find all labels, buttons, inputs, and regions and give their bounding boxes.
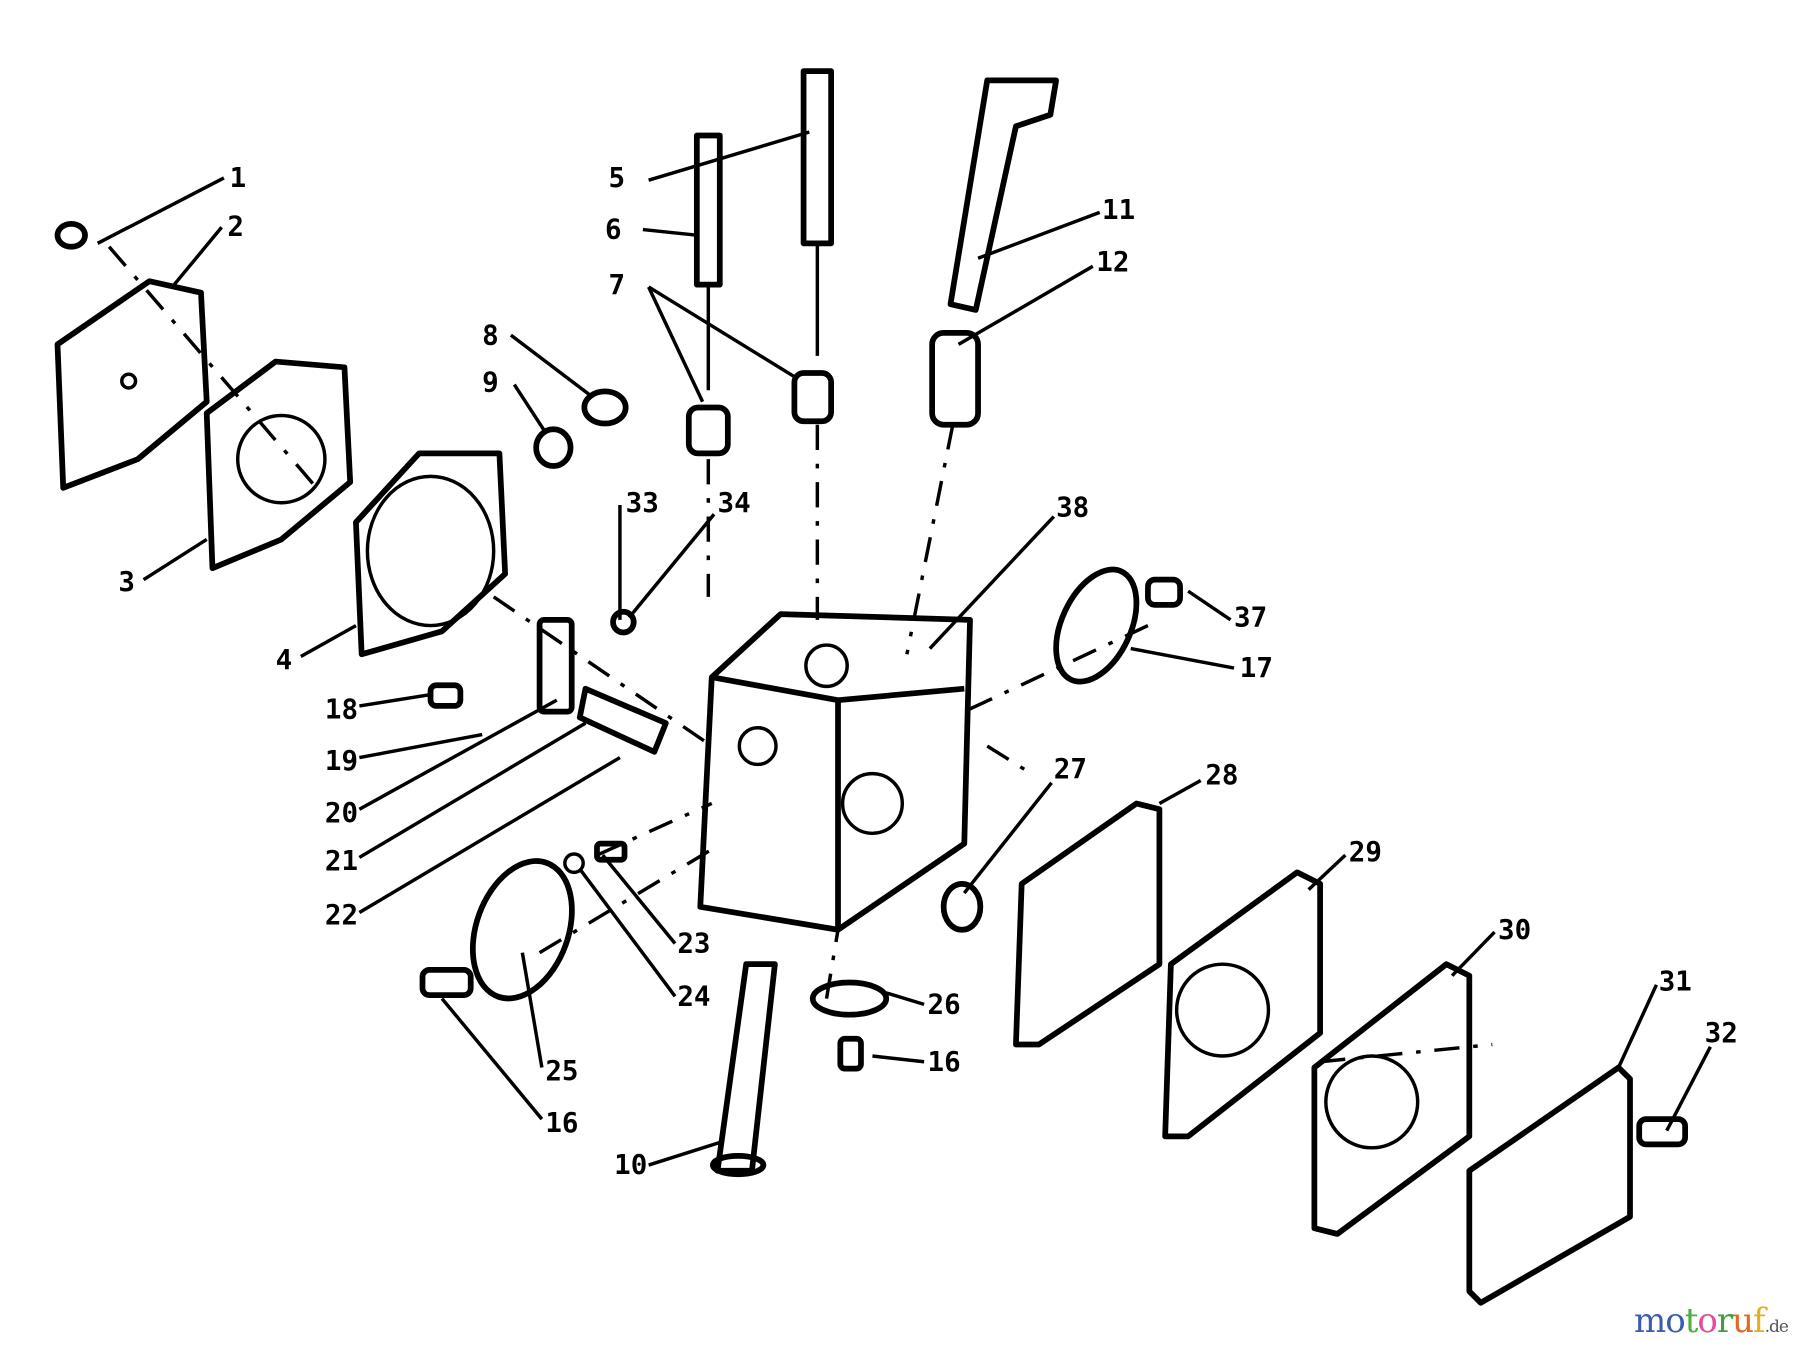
leader-line-20 (358, 698, 558, 811)
leader-line-37 (1187, 589, 1232, 622)
diaphragm-3 (203, 358, 354, 572)
leader-lines (96, 130, 1712, 1167)
leader-line-16 (872, 1054, 925, 1064)
part-label-8: 8 (482, 319, 499, 351)
cover-plate-2 (54, 278, 210, 491)
leader-line-2 (170, 226, 223, 289)
carburetor-body (697, 611, 973, 933)
leader-line-30 (1450, 930, 1496, 977)
part-label-3: 3 (118, 566, 135, 598)
disc-17 (1053, 566, 1140, 685)
part-label-9: 9 (482, 366, 499, 398)
leader-line-38 (928, 515, 1056, 650)
logo-letter: o (1665, 1301, 1686, 1341)
leader-line-22 (358, 756, 621, 915)
part-label-4: 4 (276, 644, 293, 676)
leader-line-1 (96, 176, 225, 245)
part-label-33: 33 (626, 487, 659, 519)
logo-letter: t (1684, 1301, 1699, 1341)
part-label-24: 24 (677, 981, 710, 1013)
leader-line-11 (977, 210, 1101, 260)
part-label-16: 16 (928, 1046, 961, 1078)
part-label-28: 28 (1205, 759, 1238, 791)
plate-28 (1013, 800, 1163, 1048)
leader-line-12 (957, 264, 1094, 346)
part-label-1: 1 (230, 162, 247, 194)
part-label-25: 25 (545, 1055, 578, 1087)
leader-line-7 (647, 285, 799, 381)
plate-30 (1311, 961, 1473, 1237)
part-label-22: 22 (325, 899, 358, 931)
part-label-12: 12 (1096, 246, 1129, 278)
needle-5 (800, 68, 834, 247)
part-label-20: 20 (325, 797, 358, 829)
part-label-34: 34 (717, 487, 750, 519)
part-label-7: 7 (608, 269, 625, 301)
motoruf-watermark-logo: motoruf.de (1633, 1301, 1789, 1341)
leader-line-16 (440, 997, 544, 1121)
part-label-29: 29 (1349, 836, 1382, 868)
leader-line-31 (1616, 984, 1658, 1069)
leader-line-28 (1158, 779, 1202, 805)
leader-line-27 (962, 781, 1053, 895)
part-label-27: 27 (1054, 753, 1087, 785)
disc-25 (469, 858, 575, 1002)
part-label-17: 17 (1240, 652, 1273, 684)
leader-line-7 (647, 286, 705, 403)
leader-line-26 (885, 991, 925, 1007)
leader-line-18 (359, 692, 432, 708)
part-label-16: 16 (545, 1107, 578, 1139)
leader-line-23 (601, 854, 677, 945)
shaft-10 (714, 961, 778, 1174)
leader-line-32 (1665, 1046, 1712, 1132)
part-label-11: 11 (1102, 194, 1135, 226)
leader-line-10 (648, 1140, 722, 1167)
logo-suffix: .de (1764, 1317, 1789, 1337)
leader-line-34 (627, 513, 716, 619)
part-label-21: 21 (325, 845, 358, 877)
leader-line-8 (509, 333, 593, 398)
leader-line-25 (520, 952, 544, 1068)
part-label-5: 5 (608, 162, 625, 194)
part-label-38: 38 (1056, 492, 1089, 524)
part-label-6: 6 (605, 214, 622, 246)
part-label-10: 10 (614, 1149, 647, 1181)
part-label-32: 32 (1705, 1017, 1738, 1049)
leader-line-6 (642, 227, 699, 238)
leader-line-17 (1130, 646, 1235, 670)
leader-line-5 (648, 130, 810, 182)
spring-12 (929, 330, 981, 428)
part-label-31: 31 (1659, 966, 1692, 998)
spring-7a (685, 404, 731, 457)
leader-line-3 (142, 538, 208, 582)
part-label-19: 19 (325, 745, 358, 777)
spring-7b (791, 370, 834, 425)
leader-line-29 (1307, 853, 1347, 891)
cover-31 (1466, 1064, 1633, 1306)
leader-line-21 (358, 721, 587, 859)
leader-line-24 (578, 867, 677, 998)
logo-letter: m (1633, 1301, 1666, 1341)
leader-line-19 (359, 732, 483, 760)
part-label-18: 18 (325, 694, 358, 726)
lever-11 (947, 77, 1059, 313)
leader-line-4 (299, 624, 357, 659)
part-label-30: 30 (1498, 914, 1531, 946)
logo-letter: o (1697, 1301, 1718, 1341)
part-label-26: 26 (928, 989, 961, 1021)
gasket-4 (353, 450, 509, 658)
part-label-37: 37 (1234, 602, 1267, 634)
logo-letter: f (1753, 1301, 1766, 1341)
leader-line-9 (512, 383, 548, 435)
parts-drawing (54, 68, 1688, 1306)
screw-1-drawing (54, 220, 88, 250)
gasket-29 (1162, 869, 1323, 1140)
part-label-2: 2 (227, 210, 244, 242)
logo-letter: r (1716, 1301, 1733, 1341)
part-label-23: 23 (677, 928, 710, 960)
needle-6 (693, 132, 723, 288)
logo-letter: u (1732, 1301, 1754, 1341)
